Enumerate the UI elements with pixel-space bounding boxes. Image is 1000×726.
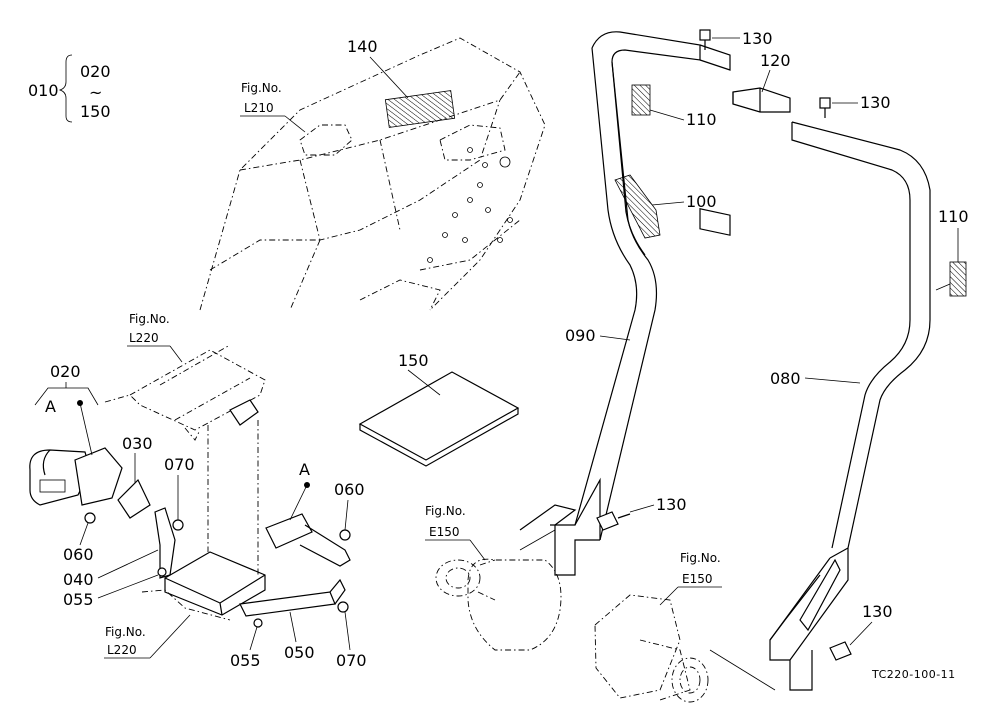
- seat-belt-buckle: [265, 482, 351, 567]
- bolt-130-left: [596, 511, 631, 531]
- label-060-b: 060: [334, 480, 365, 499]
- svg-text:Fig.No.: Fig.No.: [105, 625, 146, 639]
- label-130-d: 130: [862, 602, 893, 621]
- label-020: 020: [50, 362, 81, 381]
- label-055-a: 055: [63, 590, 94, 609]
- callout-a-left: A: [34, 387, 99, 456]
- drawing-code: TC220-100-11: [871, 668, 956, 681]
- fig-ref-l220-bottom: Fig.No. L220: [104, 614, 191, 659]
- label-130-b: 130: [860, 93, 891, 112]
- label-080: 080: [770, 369, 801, 388]
- part-060-bolt-a: [84, 512, 96, 524]
- fig-ref-e150-right: Fig.No. E150: [659, 551, 722, 606]
- part-140-decal: [384, 90, 456, 128]
- svg-text:Fig.No.: Fig.No.: [129, 312, 170, 326]
- transmission-housing-left: [435, 529, 562, 651]
- fig-ref-e150-left: Fig.No. E150: [425, 504, 486, 561]
- label-150: 150: [398, 351, 429, 370]
- group-range: 010 020 ~ 150: [28, 54, 111, 123]
- part-070-nut-b: [337, 601, 349, 613]
- svg-text:L210: L210: [244, 101, 274, 115]
- fig-ref-l220-top: Fig.No. L220: [127, 312, 183, 363]
- label-060-a: 060: [63, 545, 94, 564]
- svg-text:L220: L220: [129, 331, 159, 345]
- label-140: 140: [347, 37, 378, 56]
- svg-text:A: A: [45, 397, 56, 416]
- bolt-130-bottom-right: [829, 641, 852, 661]
- part-020-seat-belt-retractor: [29, 447, 123, 506]
- label-050: 050: [284, 643, 315, 662]
- bolt-130-top-b: [819, 97, 831, 118]
- part-040-base-bracket: [141, 399, 266, 621]
- part-030-cover: [117, 478, 151, 519]
- seat-frame-reference: [104, 344, 266, 441]
- label-020-range: 020: [80, 62, 111, 81]
- svg-text:E150: E150: [429, 525, 460, 539]
- part-120-joint: [732, 87, 791, 113]
- svg-text:E150: E150: [682, 572, 713, 586]
- part-055-washer-b: [253, 618, 263, 628]
- label-150-range: 150: [80, 102, 111, 121]
- label-110-b: 110: [938, 207, 969, 226]
- svg-text:Fig.No.: Fig.No.: [680, 551, 721, 565]
- svg-text:Fig.No.: Fig.No.: [241, 81, 282, 95]
- part-090-rops-left: [519, 31, 731, 576]
- label-070-a: 070: [164, 455, 195, 474]
- label-130-a: 130: [742, 29, 773, 48]
- label-120: 120: [760, 51, 791, 70]
- svg-text:L220: L220: [107, 643, 137, 657]
- label-010: 010: [28, 81, 59, 100]
- svg-text:Fig.No.: Fig.No.: [425, 504, 466, 518]
- fig-ref-l210: Fig.No. L210: [240, 81, 306, 133]
- transmission-housing-right: [594, 594, 776, 703]
- part-150-manual: [358, 371, 520, 467]
- label-130-c: 130: [656, 495, 687, 514]
- label-090: 090: [565, 326, 596, 345]
- bolt-130-top-a: [699, 29, 711, 50]
- brace: [58, 54, 73, 123]
- label-040: 040: [63, 570, 94, 589]
- label-030: 030: [122, 434, 153, 453]
- part-060-bolt-b: [339, 529, 351, 541]
- label-110-a: 110: [686, 110, 717, 129]
- mount-holes: [427, 147, 513, 263]
- label-100: 100: [686, 192, 717, 211]
- callout-a-top: A: [299, 460, 310, 479]
- part-050-bracket: [154, 507, 346, 617]
- label-055-b: 055: [230, 651, 261, 670]
- label-tilde: ~: [89, 83, 102, 102]
- part-055-washer-a: [157, 567, 167, 577]
- part-070-nut-a: [172, 519, 184, 531]
- seat-body-reference: [199, 37, 546, 311]
- label-070-b: 070: [336, 651, 367, 670]
